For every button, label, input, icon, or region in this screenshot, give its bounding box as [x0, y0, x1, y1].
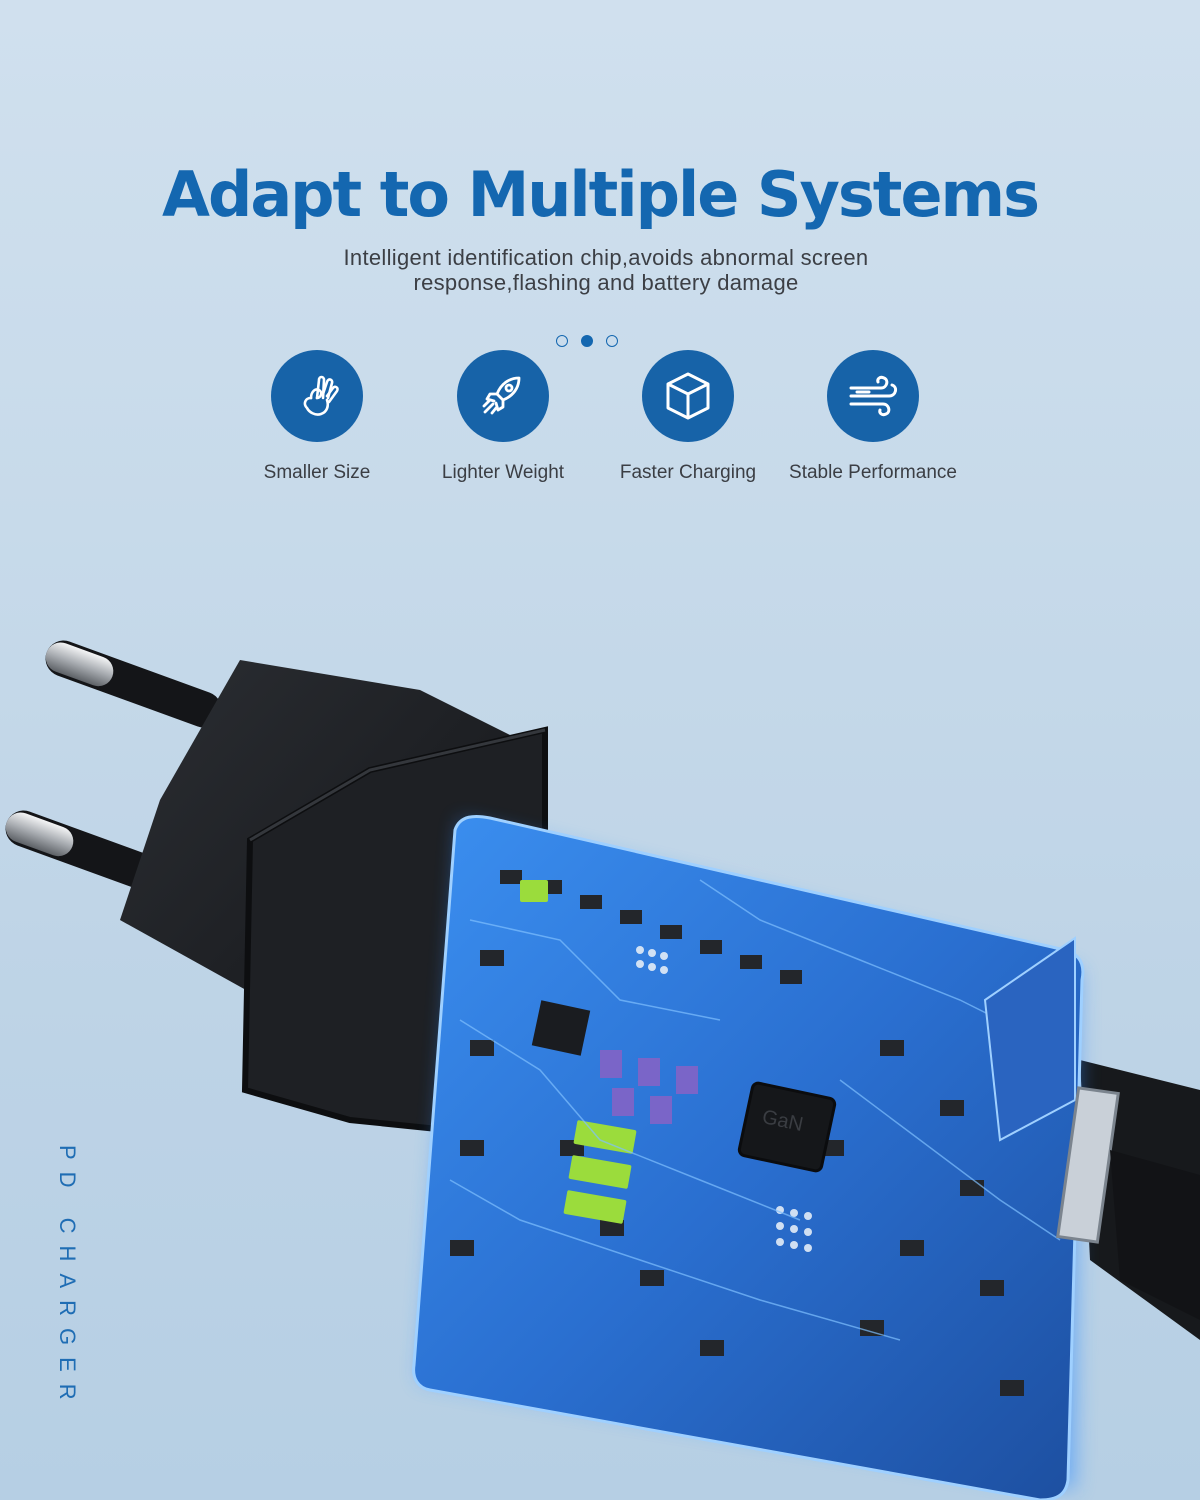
page-subtitle: Intelligent identification chip,avoids a…: [343, 245, 869, 295]
feature-lighter-weight: Lighter Weight: [408, 350, 598, 484]
circuit-board: [412, 815, 1085, 1500]
page-title: Adapt to Multiple Systems: [161, 158, 1040, 231]
gan-chip: [737, 1081, 837, 1173]
side-label: PD CHARGER: [55, 1145, 80, 1412]
feature-smaller-size: Smaller Size: [222, 350, 412, 484]
cube-icon: [642, 350, 734, 442]
charger-product-image: [5, 640, 1200, 1500]
feature-label: Stable Performance: [789, 462, 957, 483]
feature-label: Smaller Size: [263, 462, 371, 483]
ok-hand-icon: [271, 350, 363, 442]
carousel-dot-1[interactable]: [556, 335, 568, 347]
carousel-dot-2[interactable]: [581, 335, 593, 347]
feature-faster-charging: Faster Charging: [593, 350, 783, 484]
carousel-dot-3[interactable]: [606, 335, 618, 347]
feature-label: Faster Charging: [619, 462, 757, 483]
carousel-indicator: [556, 335, 626, 349]
rocket-icon: [457, 350, 549, 442]
feature-label: Lighter Weight: [441, 462, 565, 483]
wind-icon: [827, 350, 919, 442]
feature-stable-performance: Stable Performance: [778, 350, 968, 484]
